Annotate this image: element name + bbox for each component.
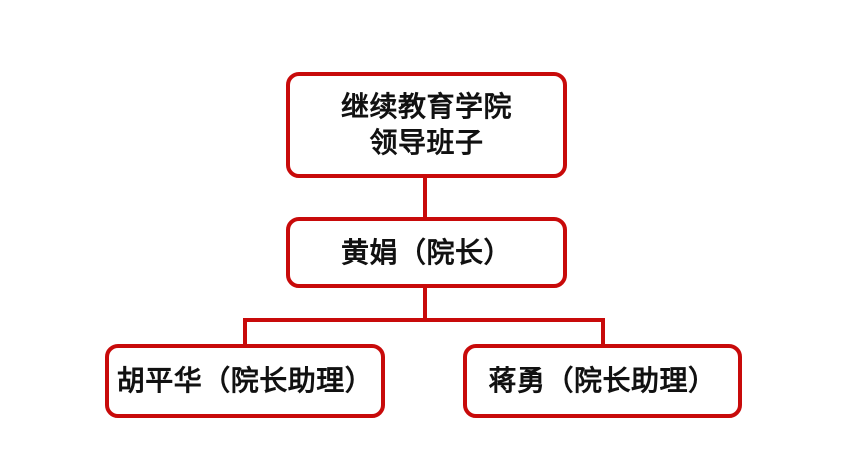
org-node-assistant-right: 蒋勇（院长助理） (463, 344, 742, 418)
connector-branch-to-assistant-left (243, 318, 247, 346)
connector-branch-horizontal (243, 318, 605, 322)
org-node-assistant-right-label: 蒋勇（院长助理） (488, 365, 717, 396)
org-node-assistant-left-label: 胡平华（院长助理） (116, 365, 374, 396)
org-node-leadership-line2: 领导班子 (369, 127, 484, 158)
org-node-leadership-line1: 继续教育学院 (340, 91, 512, 122)
org-node-dean-label: 黄娟（院长） (340, 236, 512, 268)
org-node-leadership-team: 继续教育学院 领导班子 (286, 72, 567, 178)
org-node-dean: 黄娟（院长） (286, 217, 567, 288)
connector-dean-to-branch (423, 286, 427, 322)
connector-root-to-dean (423, 176, 427, 219)
connector-branch-to-assistant-right (601, 318, 605, 346)
org-node-assistant-left: 胡平华（院长助理） (105, 344, 385, 418)
